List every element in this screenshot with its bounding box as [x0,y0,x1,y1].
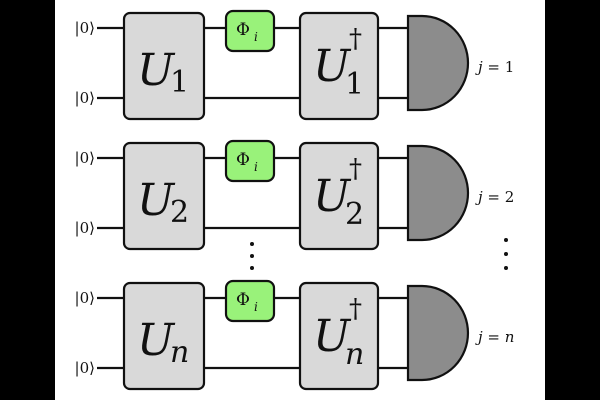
u-dagger-gate [298,141,380,251]
ellipsis-dot [250,266,254,270]
measurement-index-label: j = 2 [475,188,514,206]
u-gate [122,141,206,251]
ellipsis-dot [504,266,508,270]
u-gate-label: U [137,45,176,96]
phi-gate-subscript: i [254,30,258,44]
u-dagger-gate-label: U [313,171,352,222]
measurement-detector [406,284,470,382]
ket-zero-label: |0⟩ [75,219,95,237]
ket-zero-label: |0⟩ [75,359,95,377]
u-gate-subscript: 1 [170,65,189,100]
ket-zero-label: |0⟩ [75,19,95,37]
ellipsis-dot [250,242,254,246]
ket-zero-label: |0⟩ [75,289,95,307]
vertical-ellipsis-middle [250,242,254,270]
vertical-ellipsis-right [504,238,508,270]
u-dagger-gate-label: U [313,311,352,362]
ellipsis-dot [504,252,508,256]
u-dagger-gate-label: U [313,41,352,92]
u-gate-subscript: n [170,335,189,370]
dagger-symbol: † [349,24,362,54]
u-gate-subscript: 2 [170,195,189,230]
u-dagger-subscript: 2 [345,197,364,232]
phi-gate-label: Φ [236,20,250,40]
dagger-symbol: † [349,154,362,184]
ellipsis-dot [250,254,254,258]
u-gate-label: U [137,175,176,226]
u-gate [122,281,206,391]
u-gate [122,11,206,121]
phi-gate-subscript: i [254,300,258,314]
dagger-symbol: † [349,294,362,324]
ellipsis-dot [504,238,508,242]
ket-zero-label: |0⟩ [75,89,95,107]
u-dagger-subscript: 1 [345,67,364,102]
measurement-detector [406,14,470,112]
phi-gate-label: Φ [236,290,250,310]
measurement-detector [406,144,470,242]
measurement-index-label: j = n [475,328,514,346]
phi-gate-subscript: i [254,160,258,174]
ket-zero-label: |0⟩ [75,149,95,167]
u-dagger-subscript: n [345,337,364,372]
u-gate-label: U [137,315,176,366]
phi-gate [224,279,276,323]
measurement-index-label: j = 1 [475,58,514,76]
phi-gate [224,9,276,53]
u-dagger-gate [298,281,380,391]
u-dagger-gate [298,11,380,121]
phi-gate [224,139,276,183]
phi-gate-label: Φ [236,150,250,170]
